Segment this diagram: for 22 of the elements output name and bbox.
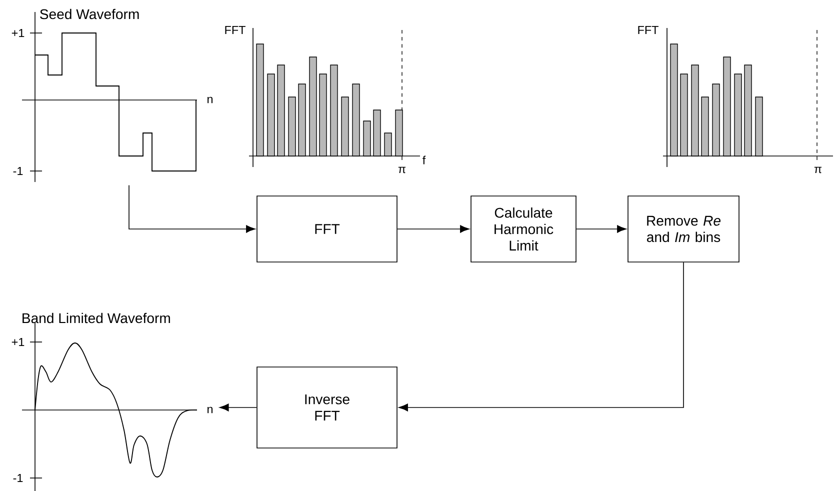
process-box: Remove Re and Im bins — [628, 196, 740, 262]
axis-label: π — [814, 166, 822, 174]
plot-title: Band Limited Waveform — [22, 312, 170, 324]
axis-label: +1 — [12, 338, 24, 346]
axis-label: FFT — [638, 26, 658, 34]
arrow — [576, 225, 626, 233]
axis-label: n — [208, 406, 212, 414]
arrow — [128, 184, 256, 233]
process-box: Calculate Harmonic Limit — [470, 196, 576, 262]
axis-label: -1 — [13, 166, 23, 176]
arrow — [398, 262, 684, 412]
arrow — [219, 404, 257, 412]
arrow — [397, 225, 470, 233]
process-box: Inverse FFT — [256, 366, 398, 448]
plot-title: Seed Waveform — [40, 8, 139, 20]
axis-label: +1 — [12, 28, 24, 38]
axis-label: -1 — [13, 474, 23, 482]
process-box: FFT — [256, 196, 398, 262]
axis-label: f — [422, 156, 426, 164]
axis-label: FFT — [225, 26, 246, 34]
axis-label: π — [398, 166, 406, 174]
axis-label: n — [208, 96, 212, 104]
